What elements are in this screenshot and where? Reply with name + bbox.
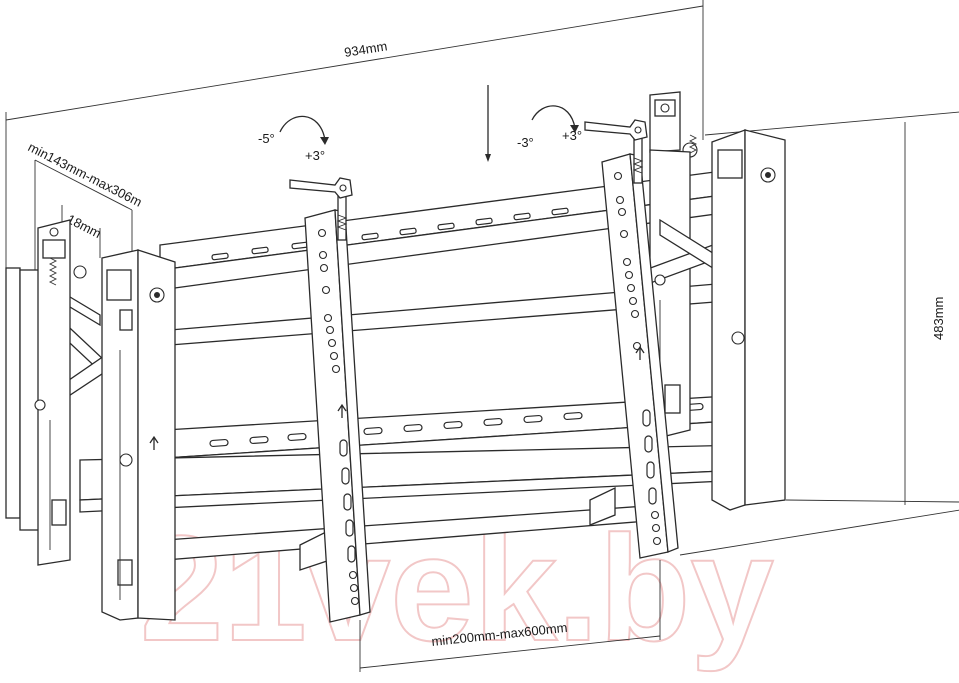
bottom-rail-slots — [209, 402, 704, 448]
rotation-arrow-icon: -5° +3° — [258, 115, 329, 163]
width-dimension: 934mm — [5, 0, 704, 270]
width-label: 934mm — [343, 38, 388, 60]
left-tilt-plus: +3° — [305, 148, 325, 163]
right-tilt-plus: +3° — [562, 128, 582, 143]
left-popout-arm — [5, 219, 176, 621]
wall-rail-frame — [79, 167, 746, 571]
left-tilt-minus: -5° — [258, 131, 275, 146]
center-axis-arrow — [485, 85, 491, 162]
lever-handle-icon — [289, 177, 353, 199]
right-tilt-minus: -3° — [517, 135, 534, 150]
right-popout-arm — [644, 91, 786, 511]
lever-handle-icon — [584, 119, 648, 141]
left-tilt-bracket — [304, 194, 371, 623]
right-tilt-bracket — [601, 137, 679, 559]
height-dimension: 483mm — [679, 111, 959, 556]
depth-label: min143mm-max306m — [26, 139, 145, 209]
rotation-arrow-icon: -3° +3° — [517, 105, 582, 150]
height-label: 483mm — [931, 297, 946, 340]
